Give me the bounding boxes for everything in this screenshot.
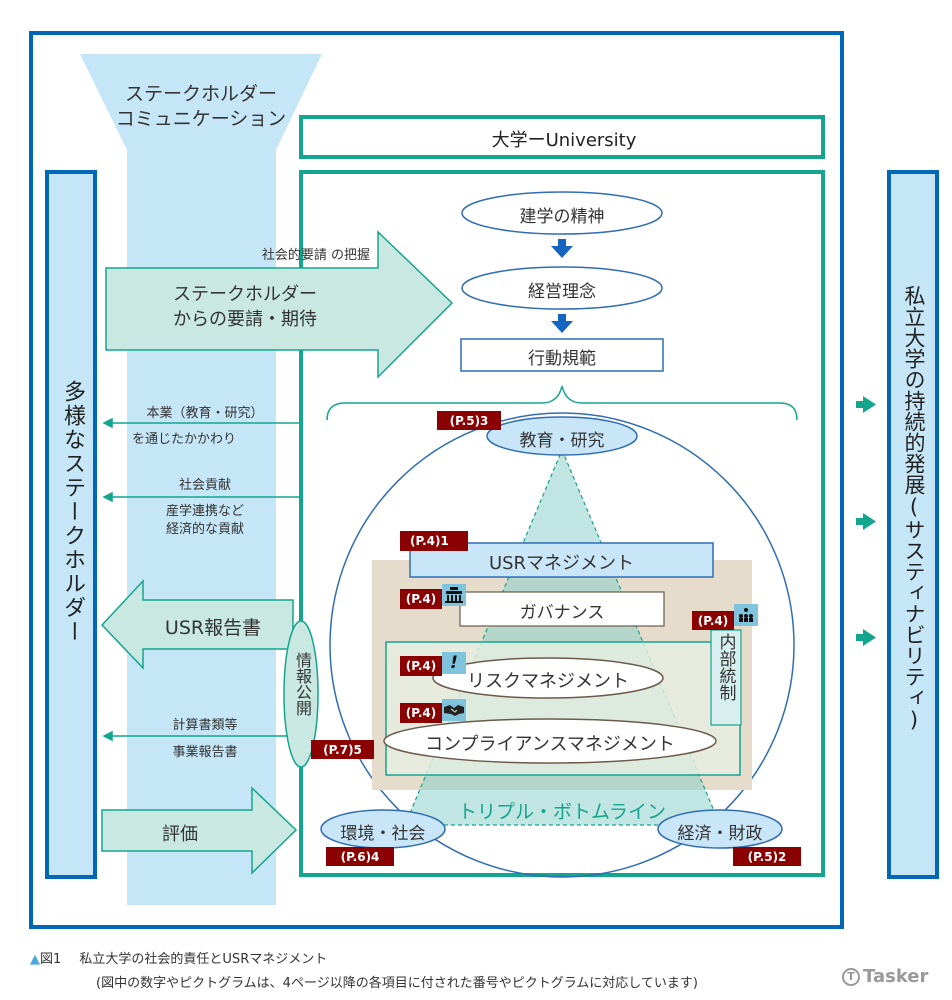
university-title: 大学ーUniversity — [491, 130, 637, 151]
caption-title: 私立大学の社会的責任とUSRマネジメント — [79, 952, 328, 967]
internal-control-label: 内部統制 — [715, 633, 736, 701]
down-arrow-icon — [551, 314, 573, 333]
caption-marker-icon: ▲ — [30, 952, 40, 967]
right-arrow-icon — [856, 513, 876, 530]
compliance-management-oval — [383, 718, 717, 764]
internal-control-box — [710, 629, 742, 726]
right-arrow-icon — [856, 396, 876, 413]
stakeholder-column — [45, 170, 97, 879]
compliance-management-tag: (P.4) — [400, 703, 442, 723]
triple-bottom-line-circle — [329, 412, 795, 878]
governance-label: ガバナンス — [519, 603, 605, 623]
funnel-title: ステークホルダー コミュニケーション — [95, 82, 307, 132]
stakeholder-request-arrow — [105, 230, 454, 379]
outbound-line-core-business — [102, 417, 300, 429]
economy-finance-oval — [657, 809, 783, 849]
down-arrow-icon — [551, 239, 573, 258]
outer-frame — [29, 31, 844, 929]
communication-funnel — [80, 54, 322, 905]
usr-report-label: USR報告書 — [164, 617, 262, 639]
right-arrow-icon — [856, 629, 876, 646]
education-research-oval — [486, 416, 638, 456]
outbound-line-financial-docs — [102, 730, 290, 742]
exclamation-icon: ! — [442, 652, 466, 674]
stakeholder-column-label: 多様なステークホルダー — [60, 380, 85, 644]
information-disclosure-oval — [283, 620, 319, 768]
risk-management-label: リスクマネジメント — [467, 671, 629, 692]
usr-management-label: USRマネジメント — [488, 553, 635, 574]
financial-docs-label: 計算書類等 — [172, 718, 238, 733]
governance-box — [459, 591, 665, 627]
economy-finance-tag: (P.5)2 — [733, 847, 801, 866]
caption-note: (図中の数字やピクトグラムは、4ページ以降の各項目に付された番号やピクトグラムに… — [96, 976, 698, 991]
governance-tag: (P.4) — [400, 589, 442, 609]
environment-society-tag: (P.6)4 — [326, 847, 394, 866]
figure-caption: ▲図1 私立大学の社会的責任とUSRマネジメント — [30, 948, 327, 967]
environment-society-label: 環境・社会 — [340, 824, 426, 844]
disclosure-tag: (P.7)5 — [311, 740, 374, 759]
funnel-title-line1: ステークホルダー — [124, 83, 277, 105]
triple-bottom-line-label: トリプル・ボトムライン — [457, 801, 667, 823]
risk-management-oval — [432, 657, 664, 699]
information-disclosure-label: 情報公開 — [293, 652, 312, 716]
usr-management-tag: (P.4)1 — [400, 531, 468, 551]
management-philosophy-label: 経営理念 — [528, 282, 596, 302]
stakeholder-request-line1: ステークホルダー — [173, 284, 317, 305]
org-chart-icon — [734, 604, 758, 626]
evaluation-arrow — [101, 786, 298, 875]
social-contribution-label: 社会貢献 — [178, 478, 231, 493]
evaluation-label: 評価 — [162, 824, 198, 845]
economy-finance-label: 経済・財政 — [677, 824, 763, 844]
code-of-conduct-label: 行動規範 — [528, 349, 596, 369]
economic-contribution-line1: 産学連携など — [165, 504, 244, 519]
handshake-icon — [442, 699, 466, 721]
watermark-label: Tasker — [863, 966, 929, 987]
risk-management-tag: (P.4) — [400, 656, 442, 676]
internal-control-tag: (P.4) — [692, 611, 734, 630]
watermark-logo-icon: T — [842, 967, 860, 986]
caption-figure-number: 図1 — [40, 952, 62, 967]
education-research-tag: (P.5)3 — [437, 411, 501, 430]
economic-contribution-line2: 経済的な貢献 — [165, 522, 244, 537]
university-box — [299, 115, 825, 159]
usr-report-arrow — [100, 579, 294, 670]
education-research-label: 教育・研究 — [519, 431, 605, 451]
sustainability-column — [887, 170, 939, 879]
code-of-conduct-box — [460, 338, 664, 372]
building-icon — [442, 584, 466, 606]
right-arrows — [856, 396, 876, 646]
core-business-label-above: 本業（教育・研究） — [146, 406, 264, 421]
economic-contribution-label: 産学連携など 経済的な貢献 — [120, 503, 290, 539]
sustainability-column-label: 私立大学の持続的発展(サスティナビリティ) — [902, 285, 926, 732]
business-report-label: 事業報告書 — [172, 745, 238, 760]
founding-spirit-oval — [461, 191, 663, 235]
compliance-management-label: コンプライアンスマネジメント — [425, 734, 675, 755]
management-philosophy-oval — [461, 266, 663, 310]
stakeholder-request-line2: からの要請・期待 — [173, 309, 317, 330]
watermark: T Tasker — [842, 966, 928, 987]
founding-spirit-label: 建学の精神 — [519, 207, 605, 227]
social-request-caption: 社会的要請 の把握 — [261, 248, 370, 263]
outbound-line-social-contribution — [102, 491, 300, 503]
stakeholder-request-label: ステークホルダー からの要請・期待 — [120, 282, 370, 332]
funnel-title-line2: コミュニケーション — [115, 108, 287, 130]
core-business-label-below: を通じたかかわり — [132, 432, 237, 447]
grouping-brace — [326, 385, 798, 421]
